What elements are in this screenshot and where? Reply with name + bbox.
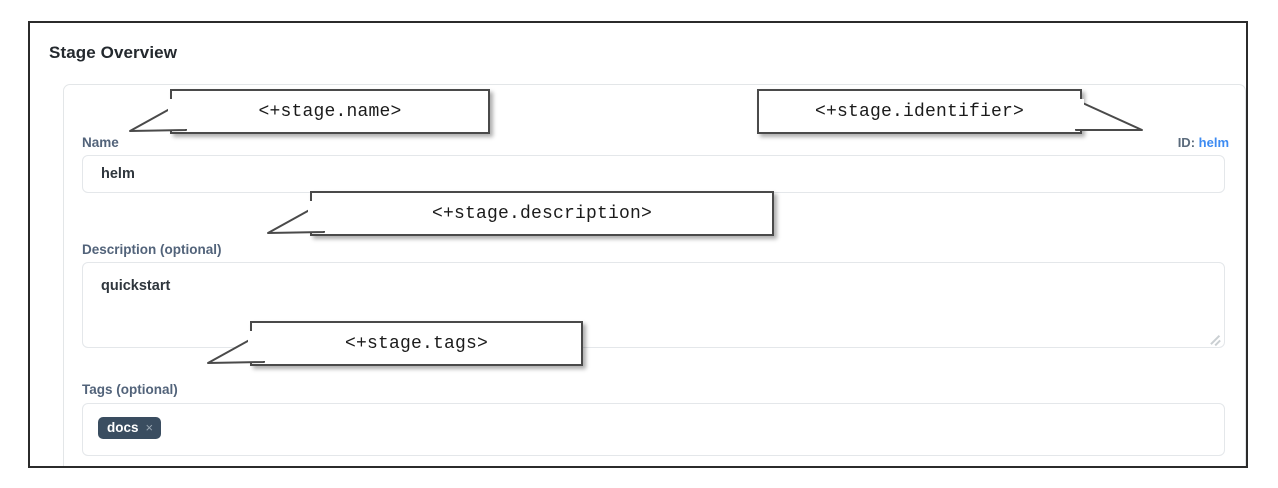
name-field-label: Name [82,135,119,150]
description-field-label: Description (optional) [82,242,222,257]
stage-identifier-key: ID: [1177,135,1196,150]
tag-pill-label: docs [107,420,139,435]
tags-input[interactable]: docs × [82,403,1225,456]
callout-tail-description [267,201,332,234]
resize-grip-icon[interactable] [1208,332,1221,346]
callout-stage-identifier: <+stage.identifier> [757,89,1082,134]
callout-stage-name-text: <+stage.name> [258,101,402,122]
callout-stage-tags-text: <+stage.tags> [344,333,489,354]
stage-identifier-display: ID: helm [1178,135,1229,150]
callout-stage-name: <+stage.name> [170,89,490,134]
tags-field-label: Tags (optional) [82,382,178,397]
tag-remove-icon[interactable]: × [145,420,154,435]
callout-stage-description-text: <+stage.description> [431,203,653,224]
callout-stage-description: <+stage.description> [310,191,774,236]
stage-overview-card: Name ID: helm helm Description (optional… [63,84,1246,466]
page-title: Stage Overview [49,43,178,62]
name-input[interactable]: helm [82,155,1225,193]
callout-tail-name [129,99,192,132]
callout-tail-tags [207,331,272,364]
tag-pill-docs[interactable]: docs × [98,417,162,439]
callout-tail-identifier [1066,99,1143,131]
description-textarea-value: quickstart [101,278,171,294]
callout-stage-identifier-text: <+stage.identifier> [814,101,1025,122]
stage-identifier-value[interactable]: helm [1198,135,1229,150]
callout-stage-tags: <+stage.tags> [250,321,583,366]
